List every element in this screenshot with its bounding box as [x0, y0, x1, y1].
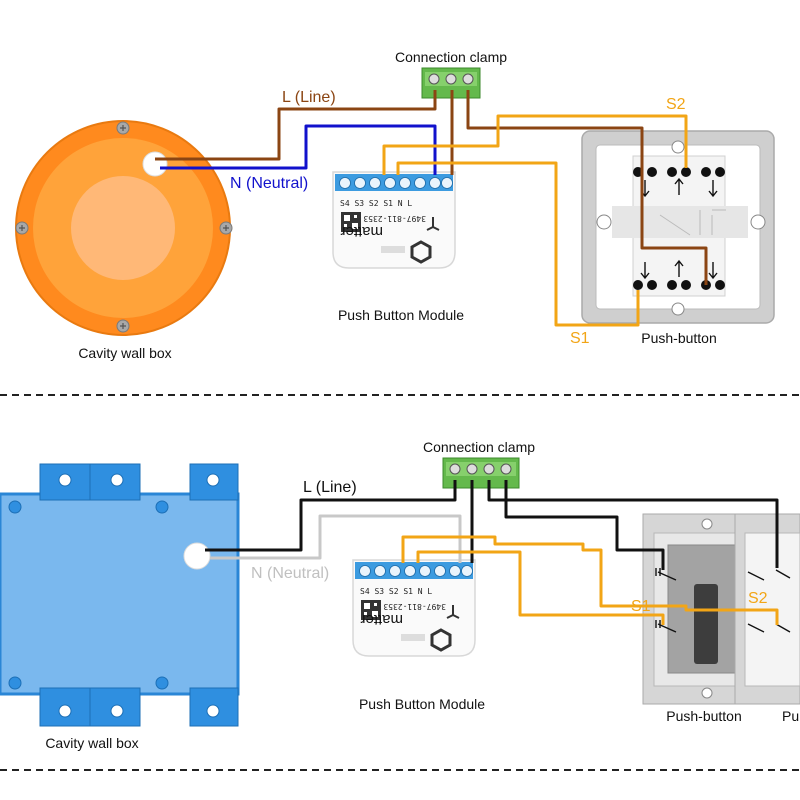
bottom-s1-label: S1 — [631, 598, 651, 615]
top-s2-label: S2 — [666, 96, 686, 113]
screw-icon — [15, 221, 29, 235]
bottom-button2-label: Pu — [782, 708, 799, 724]
top-module-label: Push Button Module — [338, 307, 464, 323]
bottom-button1-label: Push-button — [666, 708, 742, 724]
top-connection-clamp — [421, 67, 481, 99]
bottom-line-label: L (Line) — [303, 479, 357, 496]
bottom-s2-label: S2 — [748, 590, 768, 607]
top-s1-label: S1 — [570, 330, 590, 347]
bottom-module-label: Push Button Module — [359, 696, 485, 712]
svg-text:S4 S3 S2 S1 N L: S4 S3 S2 S1 N L — [360, 587, 432, 596]
bottom-box-label: Cavity wall box — [45, 735, 138, 751]
bottom-s1-wire — [416, 550, 665, 625]
screw-icon — [116, 319, 130, 333]
top-neutral-wire — [160, 124, 437, 175]
top-s1-wire — [396, 161, 640, 327]
top-clamp-label: Connection clamp — [395, 49, 507, 65]
top-line-label: L (Line) — [282, 89, 336, 106]
top-s2-wire — [382, 114, 688, 175]
bottom-clamp-label: Connection clamp — [423, 439, 535, 455]
top-neutral-label: N (Neutral) — [230, 175, 308, 192]
bottom-s2-wire — [401, 535, 779, 625]
svg-text:3497-811-2353: 3497-811-2353 — [363, 214, 426, 223]
square-cavity-wall-box — [0, 463, 240, 727]
bottom-line-to-button2-wire — [487, 480, 779, 568]
bottom-line-wire — [205, 480, 457, 552]
top-push-button — [581, 130, 775, 324]
top-box-label: Cavity wall box — [78, 345, 171, 361]
svg-text:3497-811-2353: 3497-811-2353 — [383, 602, 446, 611]
round-cavity-wall-box — [15, 120, 233, 336]
top-line-wire — [155, 90, 437, 161]
top-line-to-button-wire — [466, 90, 708, 285]
matter-logo: matter — [340, 223, 383, 240]
screw-icon — [219, 221, 233, 235]
top-button-label: Push-button — [641, 330, 717, 346]
svg-text:S4 S3 S2 S1 N L: S4 S3 S2 S1 N L — [340, 199, 412, 208]
bottom-neutral-wire — [210, 514, 462, 563]
bottom-line-to-button1-wire — [504, 480, 665, 570]
matter-logo: matter — [360, 611, 403, 628]
bottom-neutral-label: N (Neutral) — [251, 565, 329, 582]
screw-icon — [116, 121, 130, 135]
